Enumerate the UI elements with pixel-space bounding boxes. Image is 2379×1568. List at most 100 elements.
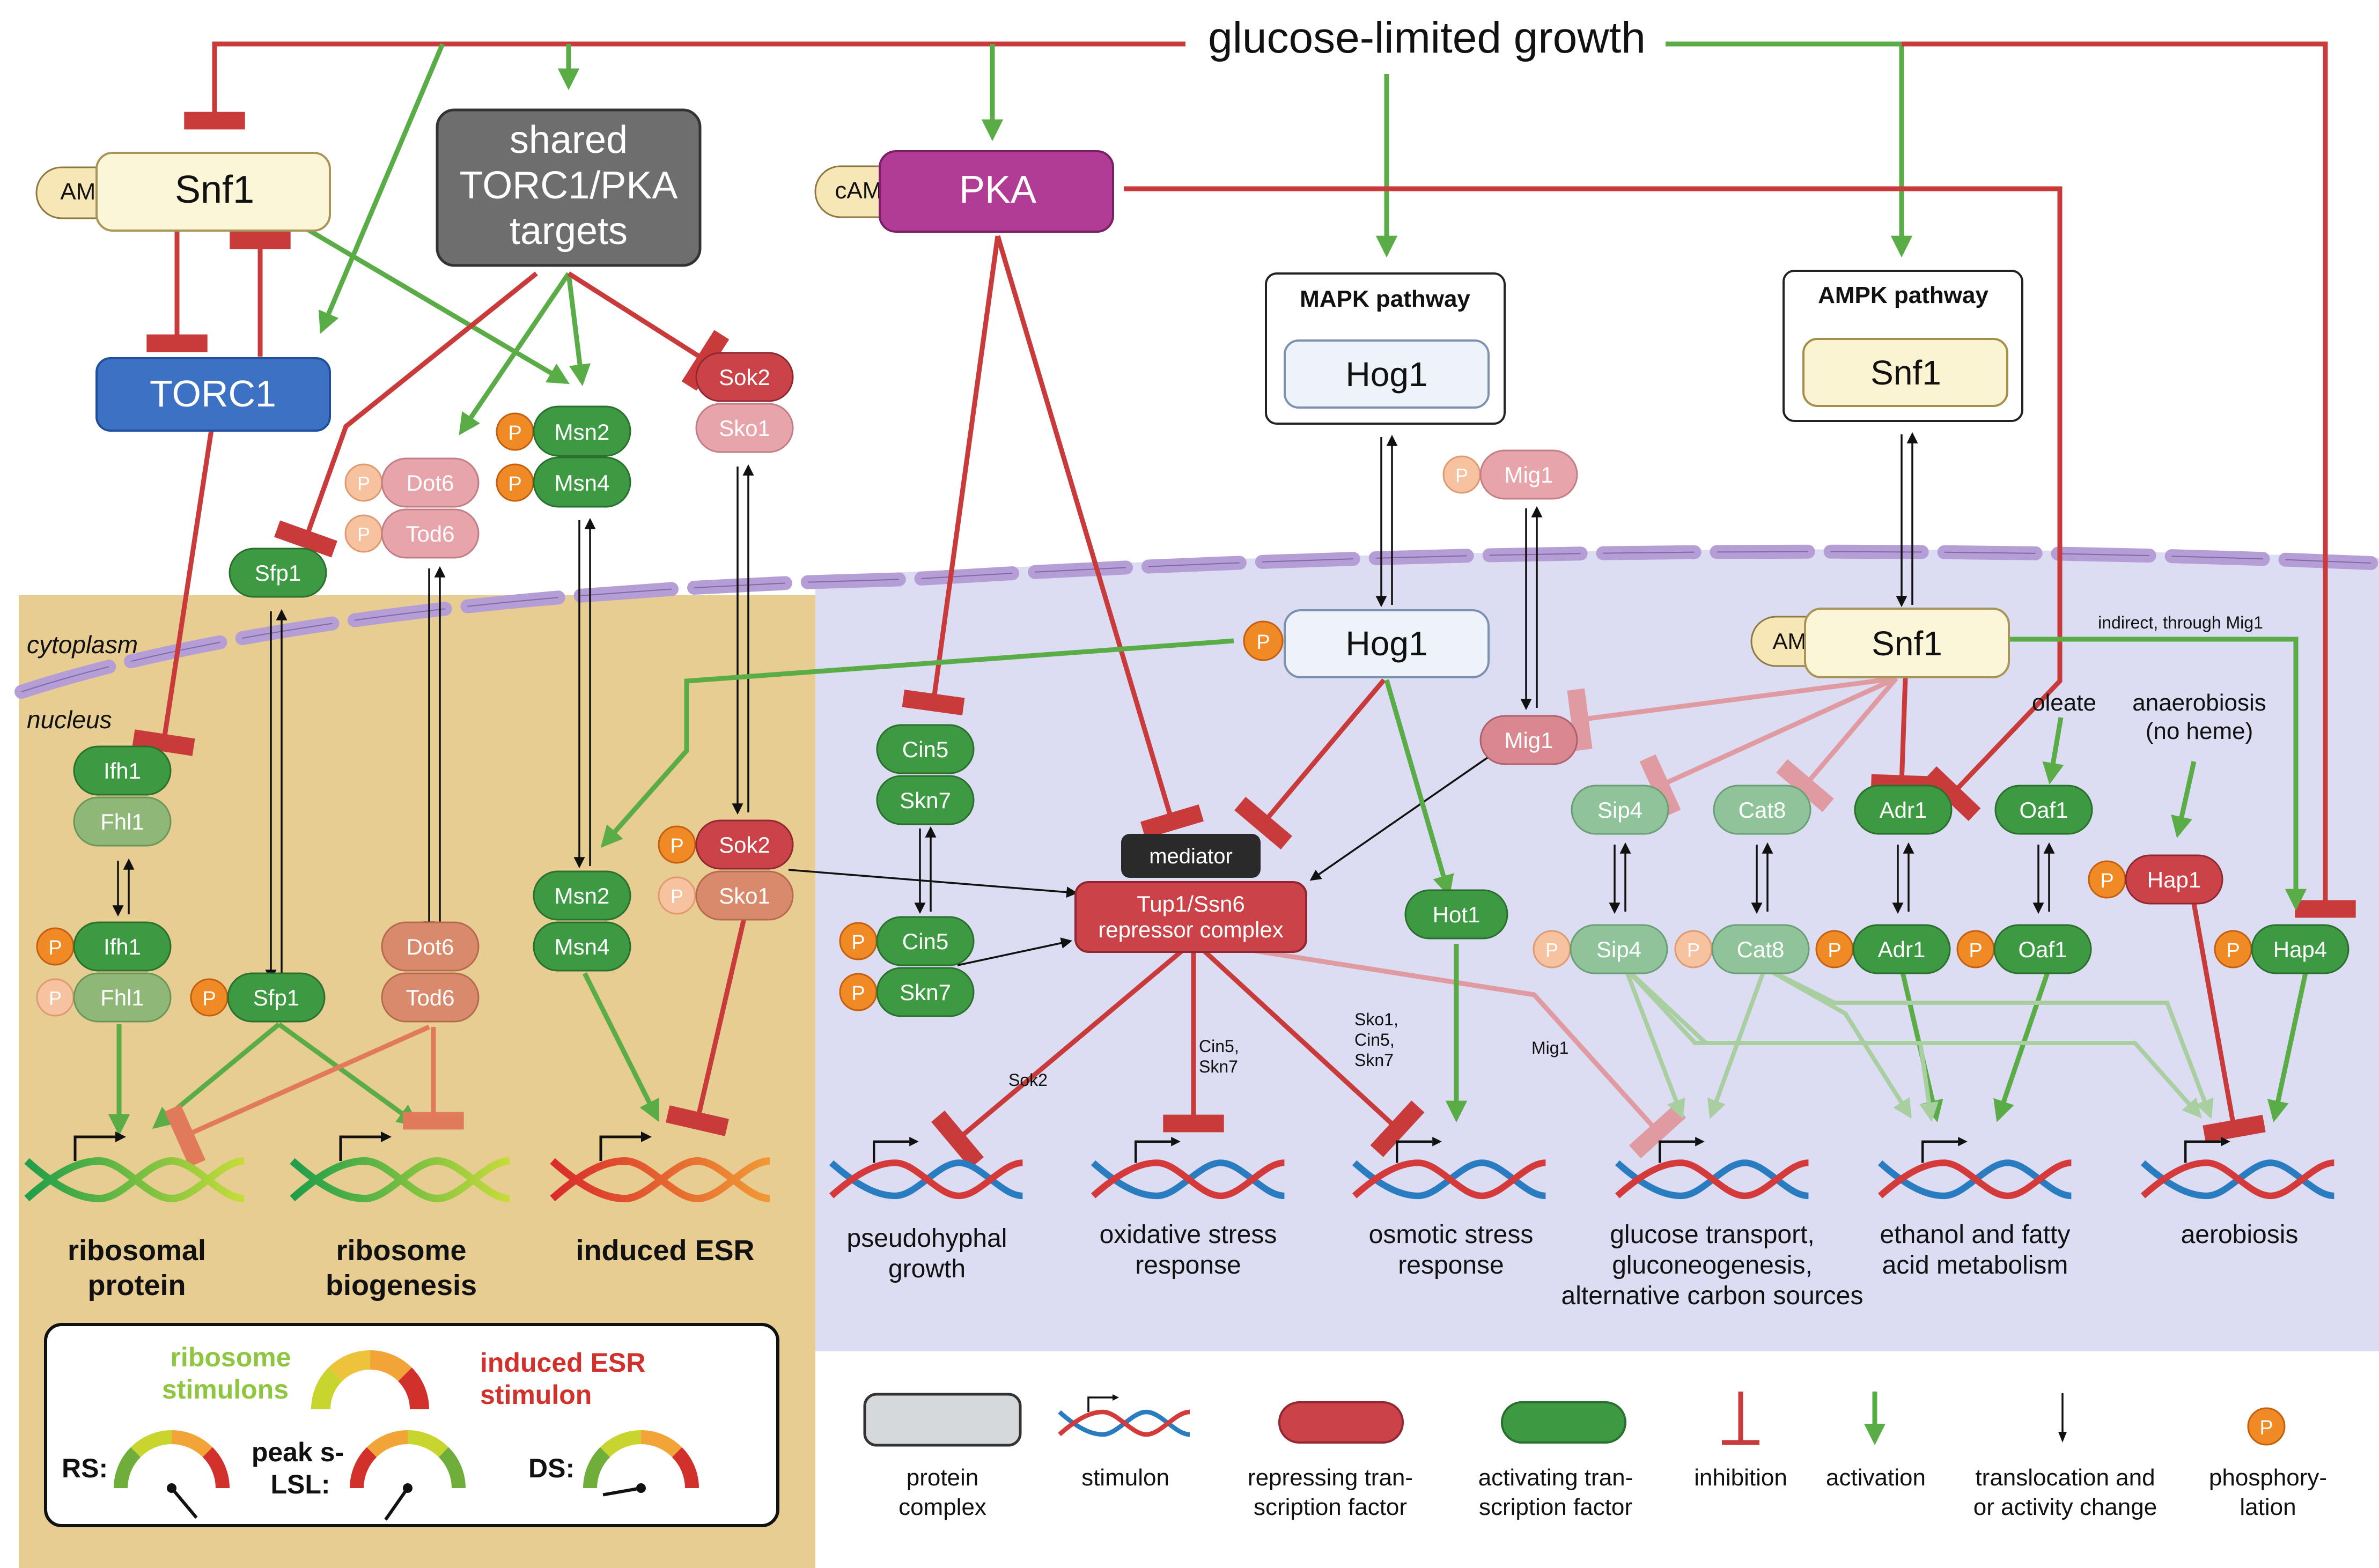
legend-repressor-1: repressing tran- [1248,1465,1413,1491]
legend-stimulon: stimulon [1081,1465,1169,1491]
gauge-rs-label: RS: [62,1453,108,1483]
mapk-hog1 [1284,339,1490,409]
cin5-bound-label: Cin5 [902,929,948,954]
gauge-legend-box [44,1323,779,1527]
dna-stimulon-pseudohyphal [829,1137,1023,1200]
osmotic-label-2: response [1398,1251,1504,1279]
gauge-ds [583,1430,699,1497]
oaf1-phospho-label: P [1969,940,1982,962]
gauge-lsl-needle [384,1487,409,1521]
gauge-ribosome-label-1: ribosome [170,1342,291,1372]
snf1-kinase [95,152,331,232]
faint-activation-edges [1623,966,2214,1122]
tup1-repressor-label-1: Tup1/Ssn6 [1137,891,1245,916]
tup1-repressor-complex [1074,881,1307,953]
ribosomal-protein-label-1: ribosomal [68,1234,206,1267]
ethanol-label-1: ethanol and fatty [1880,1221,2071,1249]
sfp1-cyto-label: Sfp1 [255,560,301,586]
tod6-cyto-label: Tod6 [406,521,454,546]
legend-phospho-symbol-label: P [2259,1417,2273,1439]
upstream-edges [132,223,1204,839]
osmotic-label-1: osmotic stress [1369,1221,1534,1249]
sok2-cyto-label: Sok2 [719,365,770,390]
ampk-snf1 [1802,338,2008,407]
ifh1-phospho-label: P [48,937,62,959]
sko1-nuclear [695,870,794,921]
legend-protein-complex-swatch [863,1393,1022,1447]
gauge-esr-label-2: stimulon [480,1380,592,1410]
hog1-phospho [1243,620,1284,661]
adr1-bound-label: Adr1 [1878,937,1926,962]
ifh1-bound-label: Ifh1 [104,934,141,959]
fhl1-nuclear-label: Fhl1 [100,809,144,834]
mig1-nuclear-label: Mig1 [1504,728,1553,753]
glucose-signal-lines [184,41,2356,918]
legend-phospho-1: phosphory- [2209,1465,2327,1491]
cin5-phospho-label: P [851,931,865,954]
oxidative-label-2: response [1135,1251,1241,1279]
cytoplasm-label: cytoplasm [27,631,138,659]
sko1-nuclear-label: Sko1 [719,883,770,908]
adr1-nuclear-label: Adr1 [1880,797,1927,823]
oaf1-bound [1993,924,2092,974]
ampk-pathway-title: AMPK pathway [1818,282,1988,308]
sok2-edge-label: Sok2 [1008,1070,1048,1090]
sko1-cin5-skn7-edge-label-3: Skn7 [1354,1051,1394,1070]
glucose-transport-label-2: gluconeogenesis, [1612,1251,1813,1279]
glucose-transport-label-3: alternative carbon sources [1562,1282,1864,1310]
gauge-rs-needle [170,1487,198,1519]
hog1-phospho-label: P [1256,631,1270,654]
dna-stimulon-glucose-transport [1615,1137,1809,1200]
oleate-label: oleate [2032,690,2096,716]
cin5-nuclear-label: Cin5 [902,737,948,762]
legend-translocation-symbol [2058,1393,2067,1443]
legend-translocation-2: or activity change [1973,1494,2157,1520]
pseudohyphal-label-1: pseudohyphal [847,1224,1007,1253]
sko1-phospho [658,876,696,915]
legend-inhibition-symbol [1722,1392,1759,1445]
adr1-phospho-label: P [1828,940,1841,962]
sip4-bound-label: Sip4 [1596,937,1641,962]
dot6-nuclear-label: Dot6 [407,934,454,959]
fhl1-bound-label: Fhl1 [100,985,144,1010]
skn7-bound-label: Skn7 [900,980,951,1005]
anaerobiosis-label-2: (no heme) [2146,718,2253,744]
sfp1-nuclear [227,972,326,1023]
gauge-key [311,1350,429,1410]
adr1-nuclear [1854,785,1953,835]
msn4-phospho-label: P [508,473,521,495]
tod6-phospho-label: P [357,523,370,545]
mediator-complex-label: mediator [1149,845,1233,868]
cin5-bound [876,916,975,966]
nuclear-edges [108,638,2309,1168]
dna-stimulon-osmotic [1352,1137,1546,1200]
legend-activation: activation [1826,1465,1926,1491]
sip4-phospho-label: P [1545,939,1558,961]
sok2-nuclear [695,819,794,870]
dot6-phospho-label: P [357,472,370,494]
sip4-bound [1570,924,1668,974]
msn2-nuclear [533,870,631,921]
skn7-nuclear [876,775,975,825]
msn2-cyto-label: Msn2 [555,419,610,445]
fhl1-phospho-label: P [49,987,62,1009]
gauge-lsl [350,1430,466,1521]
dna-stimulon-ribosome-biogenesis [290,1131,510,1203]
sip4-nuclear-label: Sip4 [1597,797,1643,823]
mig1-cyto-phospho-label: P [1455,464,1468,486]
hap1-nuclear [2125,854,2223,905]
msn2-nuclear-label: Msn2 [555,883,610,908]
dna-stimulon-aerobiosis [2140,1137,2334,1200]
dot6-cyto [381,457,480,508]
induced-esr-label: induced ESR [576,1234,754,1267]
mig1-cyto [1479,449,1578,500]
skn7-phospho-label: P [851,982,865,1005]
nucleus-envelope [14,544,2378,699]
legend-protein-complex-2: complex [898,1494,986,1520]
glucose-transport-label-1: glucose transport, [1610,1221,1815,1249]
hap4-nuclear-label: Hap4 [2273,937,2327,962]
sok2-phospho-label: P [670,835,683,857]
pka-kinase [879,150,1114,233]
sfp1-nuclear-label: Sfp1 [253,985,299,1010]
